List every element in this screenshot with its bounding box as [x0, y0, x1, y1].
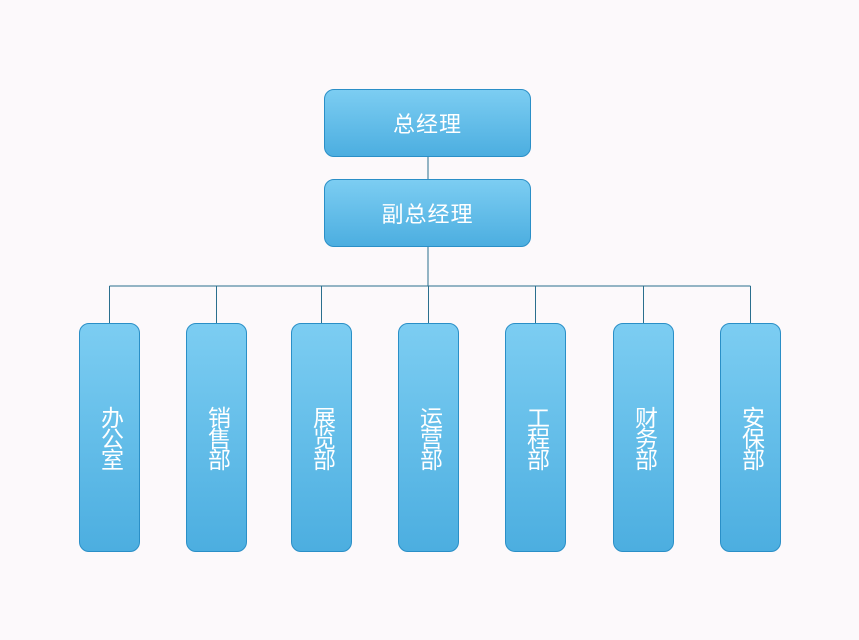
node-dept-office-label: 办公室 — [96, 406, 123, 469]
node-dept-engineering: 工程部 — [505, 323, 566, 552]
node-dept-engineering-label: 工程部 — [522, 406, 549, 469]
node-dept-operations: 运营部 — [398, 323, 459, 552]
node-dept-exhibition-label: 展览部 — [308, 406, 335, 469]
node-dept-security: 安保部 — [720, 323, 781, 552]
node-dept-sales-label: 销售部 — [203, 406, 230, 469]
node-deputy-general-manager: 副总经理 — [324, 179, 531, 247]
node-dept-finance-label: 财务部 — [630, 406, 657, 469]
node-general-manager-label: 总经理 — [392, 113, 462, 138]
node-dept-operations-label: 运营部 — [415, 406, 442, 469]
node-dept-finance: 财务部 — [613, 323, 674, 552]
node-dept-security-label: 安保部 — [737, 406, 764, 469]
node-dept-office: 办公室 — [79, 323, 140, 552]
node-dept-sales: 销售部 — [186, 323, 247, 552]
node-general-manager: 总经理 — [324, 89, 531, 157]
node-dept-exhibition: 展览部 — [291, 323, 352, 552]
node-deputy-general-manager-label: 副总经理 — [381, 203, 474, 228]
